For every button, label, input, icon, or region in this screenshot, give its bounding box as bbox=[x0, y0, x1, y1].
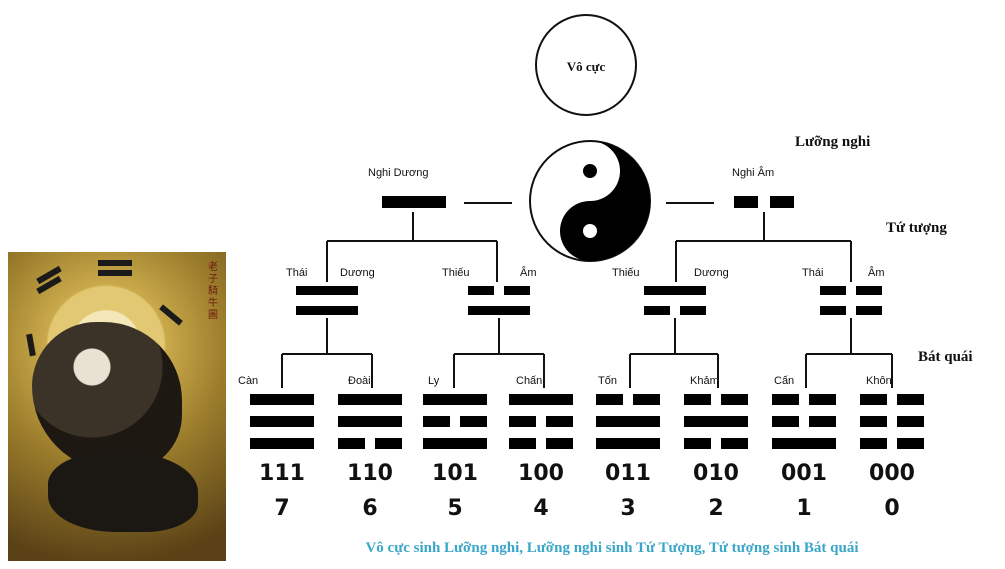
yin-line-segment bbox=[338, 438, 365, 449]
quai-name-6: Cấn bbox=[774, 375, 794, 387]
yin-line-segment bbox=[897, 438, 924, 449]
nghi-am-line-right bbox=[770, 196, 794, 208]
yang-line bbox=[250, 438, 314, 449]
yang-line bbox=[338, 416, 402, 427]
nghi-label-am: Nghi Âm bbox=[732, 166, 774, 179]
tuong-thieu-am bbox=[468, 286, 530, 315]
yang-line bbox=[338, 394, 402, 405]
trigram-5 bbox=[684, 394, 748, 449]
yin-yang-icon bbox=[529, 140, 651, 262]
quai-num-2: 5 bbox=[447, 496, 462, 521]
quai-code-7: 000 bbox=[869, 461, 915, 486]
caption: Vô cực sinh Lưỡng nghi, Lưỡng nghi sinh … bbox=[365, 540, 858, 556]
quai-num-0: 7 bbox=[274, 496, 289, 521]
root-label: Vô cực bbox=[567, 59, 606, 74]
yin-line-segment bbox=[721, 438, 748, 449]
tuong-3-a: Thái bbox=[802, 267, 823, 279]
quai-name-3: Chấn bbox=[516, 375, 542, 387]
painting-calligraphy: 老子騎牛圖 bbox=[208, 262, 218, 321]
yang-line bbox=[250, 416, 314, 427]
yang-line bbox=[250, 394, 314, 405]
yin-line-segment bbox=[460, 416, 487, 427]
tuong-thai-duong bbox=[296, 286, 358, 315]
trigram-4 bbox=[596, 394, 660, 449]
yin-line-segment bbox=[509, 416, 536, 427]
quai-code-4: 011 bbox=[605, 461, 651, 486]
quai-num-4: 3 bbox=[620, 496, 635, 521]
yang-line bbox=[684, 416, 748, 427]
tuong-1-b: Âm bbox=[520, 266, 537, 279]
nghi-label-duong: Nghi Dương bbox=[368, 167, 428, 179]
yang-line bbox=[509, 394, 573, 405]
yin-line-segment bbox=[860, 438, 887, 449]
yin-line-segment bbox=[423, 416, 450, 427]
wuji-circle bbox=[535, 14, 637, 116]
quai-code-0: 111 bbox=[259, 461, 305, 486]
tuong-0-a: Thái bbox=[286, 267, 307, 279]
quai-num-5: 2 bbox=[708, 496, 723, 521]
trigram-1 bbox=[338, 394, 402, 449]
trigram-6 bbox=[772, 394, 836, 449]
tuong-thai-am bbox=[820, 286, 882, 315]
quai-code-5: 010 bbox=[693, 461, 739, 486]
tuong-3-b: Âm bbox=[868, 266, 885, 279]
yin-line-segment bbox=[684, 394, 711, 405]
yin-line-segment bbox=[860, 394, 887, 405]
level-bat-quai: Bát quái bbox=[918, 349, 973, 365]
yin-line-segment bbox=[897, 416, 924, 427]
yang-line bbox=[596, 438, 660, 449]
ox-figure bbox=[48, 452, 198, 532]
quai-name-2: Ly bbox=[428, 375, 440, 387]
yin-line-segment bbox=[546, 416, 573, 427]
trigram-3 bbox=[509, 394, 573, 449]
laozi-painting: 老子騎牛圖 bbox=[8, 252, 226, 561]
yin-line-segment bbox=[633, 394, 660, 405]
quai-code-1: 110 bbox=[347, 461, 393, 486]
quai-num-1: 6 bbox=[362, 496, 377, 521]
tuong-2-b: Dương bbox=[694, 267, 729, 279]
quai-name-1: Đoài bbox=[348, 375, 371, 387]
yin-line-segment bbox=[546, 438, 573, 449]
trigram-2 bbox=[423, 394, 487, 449]
quai-name-4: Tốn bbox=[598, 375, 617, 387]
sage-figure bbox=[32, 322, 182, 472]
yin-line-segment bbox=[772, 416, 799, 427]
yin-line-segment bbox=[897, 394, 924, 405]
tuong-1-a: Thiếu bbox=[442, 267, 470, 279]
trigram-7 bbox=[860, 394, 924, 449]
quai-code-3: 100 bbox=[518, 461, 564, 486]
yin-line-segment bbox=[860, 416, 887, 427]
yin-line-segment bbox=[684, 438, 711, 449]
tuong-0-b: Dương bbox=[340, 267, 375, 279]
quai-code-2: 101 bbox=[432, 461, 478, 486]
tuong-2-a: Thiếu bbox=[612, 267, 640, 279]
quai-name-7: Khôn bbox=[866, 375, 892, 387]
yang-line bbox=[423, 394, 487, 405]
quai-code-6: 001 bbox=[781, 461, 827, 486]
yin-line-segment bbox=[596, 394, 623, 405]
quai-name-5: Khảm bbox=[690, 375, 719, 387]
nghi-am-line-left bbox=[734, 196, 758, 208]
quai-num-7: 0 bbox=[884, 496, 899, 521]
trigram-0 bbox=[250, 394, 314, 449]
yin-line-segment bbox=[509, 438, 536, 449]
yang-line bbox=[423, 438, 487, 449]
nghi-duong-line bbox=[382, 196, 446, 208]
tuong-thieu-duong bbox=[644, 286, 706, 315]
yin-line-segment bbox=[772, 394, 799, 405]
yin-line-segment bbox=[809, 416, 836, 427]
level-tu-tuong: Tứ tượng bbox=[886, 220, 947, 236]
level-luong-nghi: Lưỡng nghi bbox=[795, 134, 870, 150]
quai-num-6: 1 bbox=[796, 496, 811, 521]
quai-name-0: Càn bbox=[238, 375, 258, 387]
yang-line bbox=[772, 438, 836, 449]
yin-line-segment bbox=[375, 438, 402, 449]
yin-line-segment bbox=[809, 394, 836, 405]
yin-line-segment bbox=[721, 394, 748, 405]
quai-num-3: 4 bbox=[533, 496, 548, 521]
yang-line bbox=[596, 416, 660, 427]
